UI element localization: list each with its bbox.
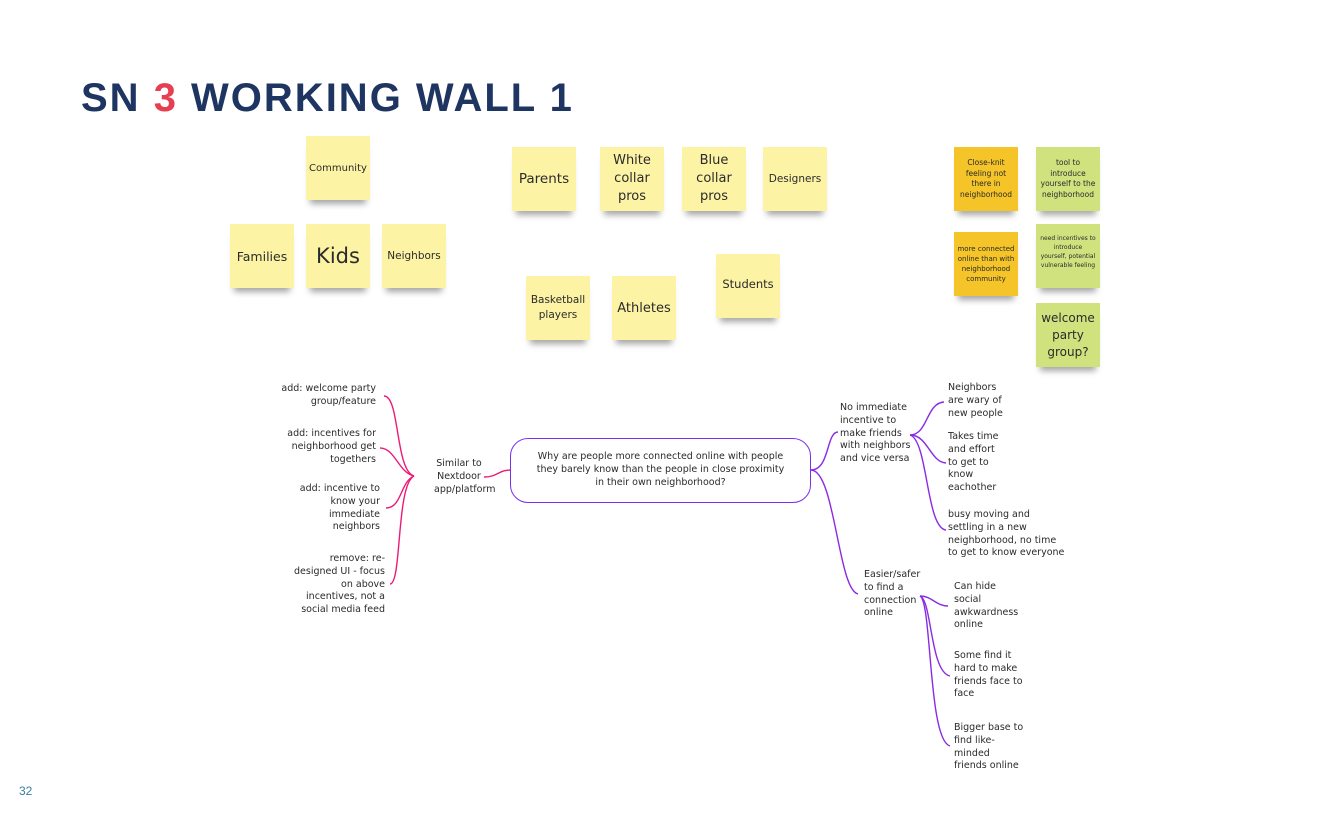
mindmap-node-incentives-get-togethers: add: incentives for neighborhood get tog… (287, 428, 376, 465)
sticky-note-white-collar[interactable]: White collar pros (600, 147, 664, 211)
title-prefix: SN (81, 76, 154, 120)
link-left-branch (483, 469, 512, 478)
sticky-note-community[interactable]: Community (306, 136, 370, 200)
sticky-note-tool-introduce[interactable]: tool to introduce yourself to the neighb… (1036, 147, 1100, 211)
sticky-note-parents[interactable]: Parents (512, 147, 576, 211)
mindmap-node-busy-moving: busy moving and settling in a new neighb… (948, 509, 1065, 559)
sticky-note-designers[interactable]: Designers (763, 147, 827, 211)
sticky-note-athletes[interactable]: Athletes (612, 276, 676, 340)
sticky-note-blue-collar[interactable]: Blue collar pros (682, 147, 746, 211)
mindmap-central-question[interactable]: Why are people more connected online wit… (510, 438, 811, 503)
title-suffix: WORKING WALL 1 (177, 76, 574, 120)
sticky-note-students[interactable]: Students (716, 254, 780, 318)
link-left-child-1 (383, 395, 415, 477)
sticky-note-welcome-party[interactable]: welcome party group? (1036, 303, 1100, 367)
mindmap-node-neighbors-wary: Neighbors are wary of new people (948, 382, 1003, 419)
page-title: SN 3 WORKING WALL 1 (81, 76, 574, 121)
sticky-note-more-connected[interactable]: more connected online than with neighbor… (954, 232, 1018, 296)
mindmap-node-no-immediate-incentive: No immediate incentive to make friends w… (840, 402, 911, 465)
link-rb1-child-3 (909, 434, 947, 531)
mindmap-node-similar-nextdoor: Similar to Nextdoor app/platform (434, 458, 496, 495)
mindmap-node-incentive-know-neighbors: add: incentive to know your immediate ne… (299, 483, 380, 533)
sticky-note-kids[interactable]: Kids (306, 224, 370, 288)
mindmap-node-easier-safer: Easier/safer to find a connection online (864, 569, 921, 619)
sticky-note-close-knit[interactable]: Close-knit feeling not there in neighbor… (954, 147, 1018, 211)
sticky-note-need-incentives[interactable]: need incentives to introduce yourself, p… (1036, 224, 1100, 288)
mindmap-node-welcome-party-feature: add: welcome party group/feature (281, 383, 376, 407)
sticky-note-neighbors[interactable]: Neighbors (382, 224, 446, 288)
link-right-branch-2 (810, 469, 859, 595)
link-right-branch-1 (810, 431, 839, 471)
sticky-note-basketball-players[interactable]: Basketball players (526, 276, 590, 340)
link-rb1-child-2 (909, 434, 947, 464)
title-accent-number: 3 (153, 76, 178, 120)
mindmap-node-hard-face-to-face: Some find it hard to make friends face t… (954, 650, 1023, 700)
mindmap-node-takes-time: Takes time and effort to get to know eac… (948, 431, 999, 494)
link-rb2-child-2 (919, 595, 951, 677)
mindmap-node-remove-redesigned-ui: remove: re- designed UI - focus on above… (294, 553, 385, 616)
mindmap-node-hide-awkwardness: Can hide social awkwardness online (954, 581, 1019, 631)
link-rb2-child-1 (919, 595, 949, 607)
link-rb1-child-1 (909, 401, 945, 436)
link-left-child-2 (379, 447, 415, 477)
link-rb2-child-3 (919, 595, 951, 747)
page-number: 32 (19, 784, 33, 798)
mindmap-node-bigger-base: Bigger base to find like- minded friends… (954, 722, 1024, 772)
link-left-child-4 (389, 475, 415, 585)
sticky-note-families[interactable]: Families (230, 224, 294, 288)
